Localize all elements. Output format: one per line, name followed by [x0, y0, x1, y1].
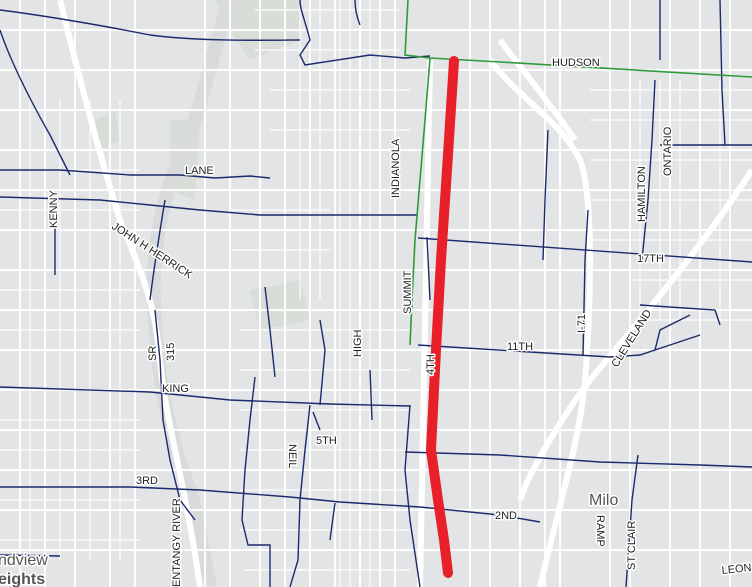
place-grandview-2: eights [0, 571, 45, 587]
place-grandview-1: ndview [0, 552, 48, 569]
place-labels: Milo ndview eights [0, 491, 620, 587]
label-17th: 17TH [637, 253, 664, 265]
label-indianola: INDIANOLA [390, 138, 402, 198]
label-4th: 4TH [425, 354, 437, 375]
place-milo: Milo [589, 492, 618, 509]
label-high: HIGH [352, 329, 364, 357]
label-olentangy-river: ENTANGY RIVER [171, 498, 183, 587]
label-315: 315 [165, 343, 177, 361]
label-11th: 11TH [507, 341, 533, 353]
green-route [404, 0, 752, 346]
label-leon: LEON [721, 562, 752, 577]
label-ramp: RAMP [594, 515, 606, 547]
label-5th: 5TH [316, 435, 337, 447]
label-hudson: HUDSON [552, 57, 600, 69]
label-3rd: 3RD [136, 475, 158, 487]
label-kenny: KENNY [48, 189, 60, 228]
label-ontario: ONTARIO [662, 126, 674, 176]
label-neil: NEIL [286, 444, 298, 468]
label-lane: LANE [185, 165, 214, 177]
major-roads [57, 0, 752, 587]
label-hamilton: HAMILTON [636, 166, 648, 222]
label-st-clair: ST CLAIR [626, 521, 638, 570]
label-i71: I-71 [576, 314, 588, 333]
highlight-route[interactable] [426, 56, 459, 578]
label-summit: SUMMIT [402, 270, 414, 314]
label-2nd: 2ND [495, 510, 517, 522]
label-sr: SR [147, 346, 159, 361]
label-king: KING [162, 383, 189, 395]
